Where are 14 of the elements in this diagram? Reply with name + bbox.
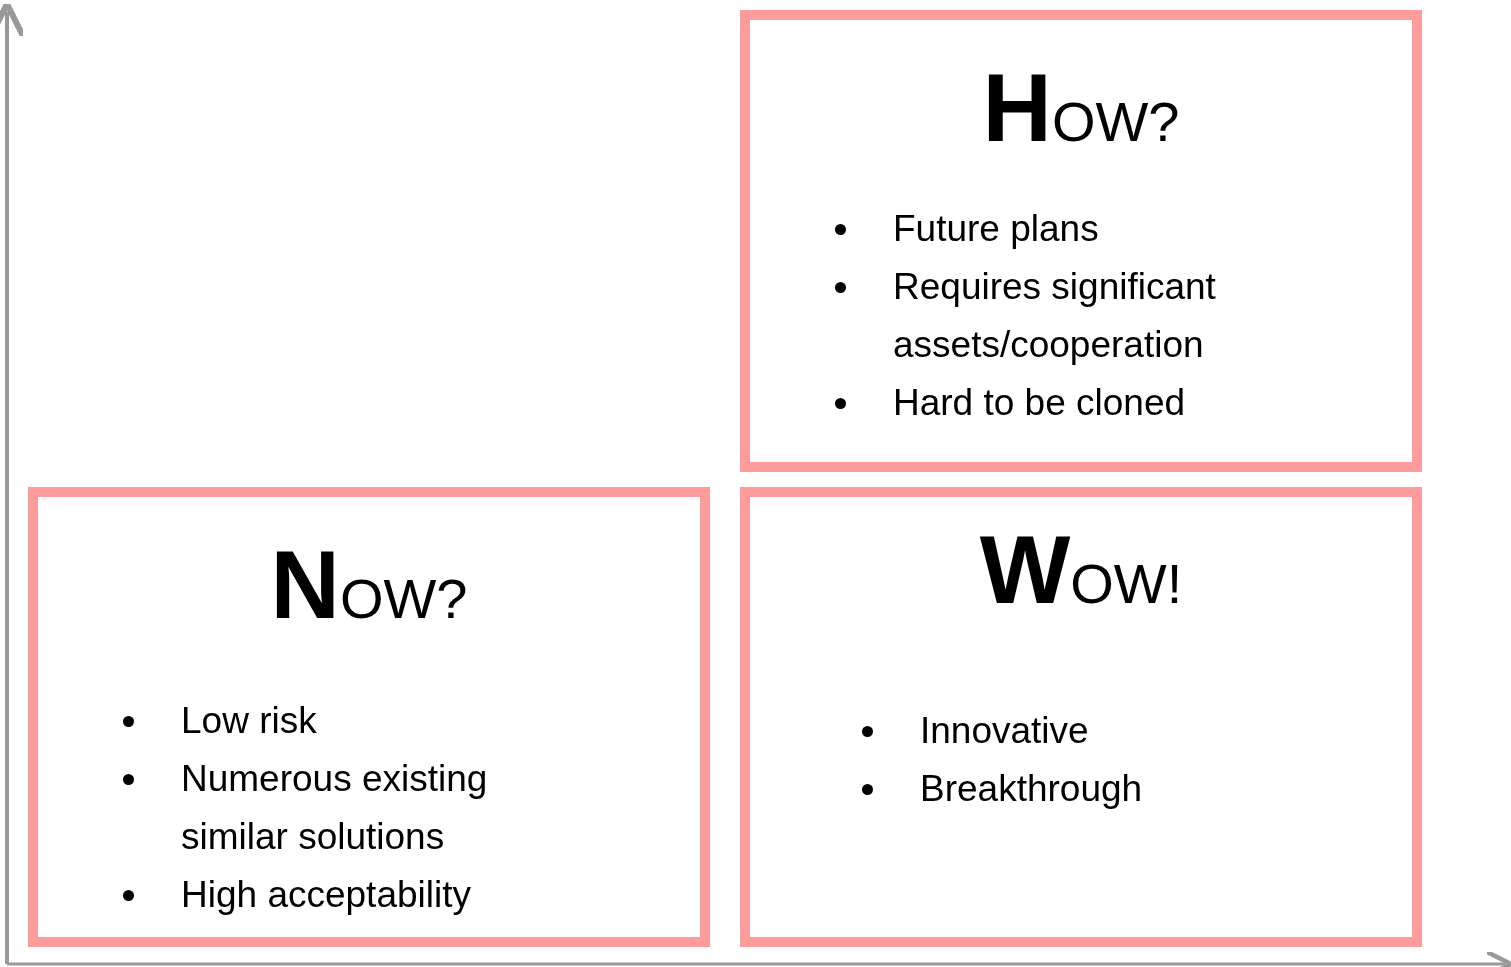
list-item: Low risk	[181, 699, 317, 743]
quadrant-heading: NOW?	[270, 537, 468, 633]
quadrant-box	[28, 487, 710, 947]
list-item: Numerous existing similar solutions	[181, 757, 489, 859]
quadrant-box	[740, 487, 1422, 947]
quadrant-heading: WOW!	[979, 522, 1183, 618]
list-item: High acceptability	[181, 873, 471, 917]
list-item: Requires significant assets/cooperation	[893, 265, 1217, 367]
list-item: Future plans	[893, 207, 1099, 251]
list-item: Hard to be cloned	[893, 381, 1186, 425]
quadrant-heading: HOW?	[982, 60, 1180, 156]
list-item: Innovative	[920, 709, 1089, 753]
quadrant-box	[740, 10, 1422, 472]
list-item: Breakthrough	[920, 767, 1143, 811]
